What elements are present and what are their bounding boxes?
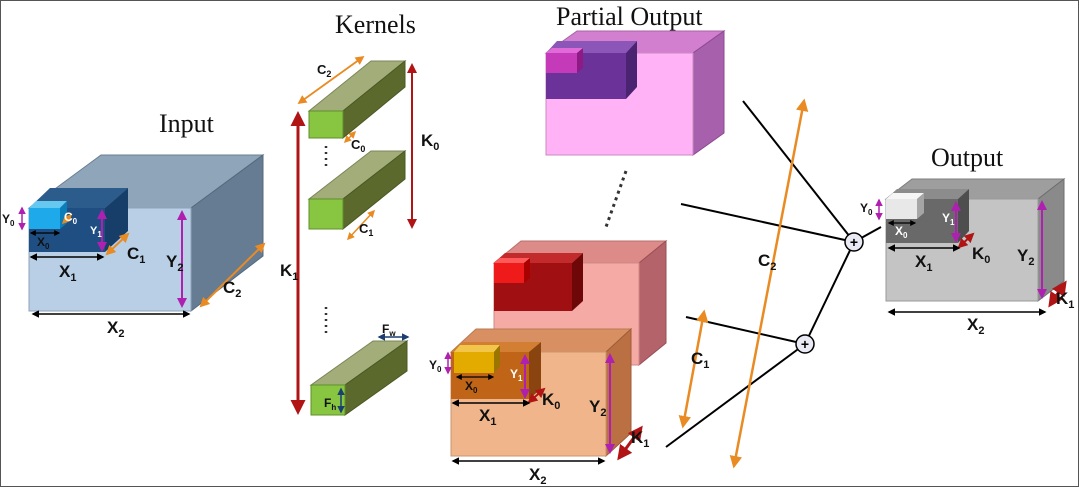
output-k0-arrow (957, 232, 975, 249)
kernel-c0-label: C0 (351, 137, 365, 154)
plus-circle-upper (844, 232, 864, 252)
kernel-k1-label: K1 (280, 261, 298, 283)
sum-line-low-partial (685, 316, 806, 345)
kernel-c0-arrow (343, 130, 357, 144)
partial-c1-label: C1 (691, 349, 709, 371)
kernel-fw-label: Fw (382, 322, 396, 338)
kernel-2 (307, 149, 407, 231)
input-c1-label: C1 (127, 244, 145, 266)
plus-node-lower: + (795, 334, 815, 354)
input-block-top (29, 201, 67, 208)
input-block-front (29, 208, 60, 229)
partial-c1-arrow (678, 309, 709, 429)
partial-output-top (544, 30, 726, 156)
sum-line-bottom-partial (665, 343, 806, 448)
input-y0-label: Y0 (2, 212, 15, 228)
partial-top-block-side (577, 48, 583, 73)
kernel-c2-arrow (297, 55, 365, 105)
partial-low-block-front (454, 352, 494, 373)
sum-line-chain (804, 241, 855, 345)
plus-sign-upper: + (850, 234, 858, 250)
partial-mid-block-front (494, 263, 524, 283)
kernel-2-front (308, 198, 344, 230)
partial-output-title: Partial Output (556, 2, 703, 31)
partial-mid-side (638, 239, 667, 367)
partial-top-sub-side (626, 41, 637, 99)
partial-x0-label: X0 (465, 379, 478, 395)
partial-mid-sub-side (572, 253, 583, 311)
output-k1-arrow (1048, 280, 1067, 308)
kernel-c1-label: C1 (359, 221, 373, 238)
partial-low-sub-side (529, 342, 541, 399)
kernel-k0-label: K0 (421, 131, 439, 153)
partial-k1-arrow (617, 425, 643, 461)
input-c0-label: C0 (64, 210, 78, 226)
partial-y2-label: Y2 (589, 397, 606, 419)
partial-top-block-top (546, 48, 583, 53)
plus-node-upper: + (844, 232, 864, 252)
input-x1-label: X1 (59, 262, 76, 284)
partial-x2-label: X2 (529, 465, 546, 486)
input-c2-arrow (199, 242, 266, 308)
kernel-fh-label: Fh (324, 396, 336, 412)
output-title: Output (931, 143, 1004, 172)
kernel-c1-arrow (346, 209, 376, 241)
input-c1-arrow (105, 232, 130, 256)
partial-k1-label: K1 (631, 428, 649, 450)
kernels-title: Kernels (335, 10, 416, 39)
kernel-1-front (308, 110, 344, 139)
partial-top-block-front (546, 53, 577, 73)
output-y2-label: Y2 (1017, 246, 1034, 268)
output-y0-label: Y0 (860, 201, 873, 217)
input-c0-arrow (61, 213, 73, 225)
output-k0-label: K0 (972, 244, 990, 266)
partial-y1-label: Y1 (510, 367, 523, 383)
kernel-c2-label: C2 (317, 62, 331, 79)
partial-low-block-side (494, 345, 500, 373)
partial-top-side (692, 30, 725, 156)
input-title: Input (159, 109, 215, 138)
output-x2-label: X2 (967, 315, 984, 337)
output-block-front (886, 199, 917, 219)
plus-circle-lower (795, 334, 815, 354)
partial-mid-block-top (494, 258, 530, 263)
partial-k0-arrow (527, 387, 546, 404)
partial-ellipsis (604, 170, 628, 228)
input-x2-label: X2 (107, 318, 124, 340)
plus-sign-lower: + (801, 336, 809, 352)
partial-c2-label: C2 (758, 251, 776, 273)
partial-mid-block-side (524, 258, 530, 283)
output-block-top (886, 193, 924, 199)
partial-c2-arrow (729, 98, 809, 469)
output-block-side (917, 193, 924, 219)
partial-k0-label: K0 (542, 390, 560, 412)
output-x0-label: X0 (895, 224, 908, 240)
output-x1-label: X1 (915, 252, 932, 274)
input-x0-label: X0 (37, 235, 50, 251)
partial-low-block-top (454, 345, 500, 352)
output-k1-label: K1 (1056, 289, 1074, 311)
input-c2-label: C2 (223, 278, 241, 300)
partial-y0-label: Y0 (429, 358, 442, 374)
output-tensor (884, 177, 1066, 303)
partial-x1-label: X1 (479, 406, 496, 428)
input-y2-label: Y2 (166, 252, 183, 274)
input-y1-label: Y1 (90, 225, 102, 239)
output-y1-label: Y1 (942, 211, 955, 227)
